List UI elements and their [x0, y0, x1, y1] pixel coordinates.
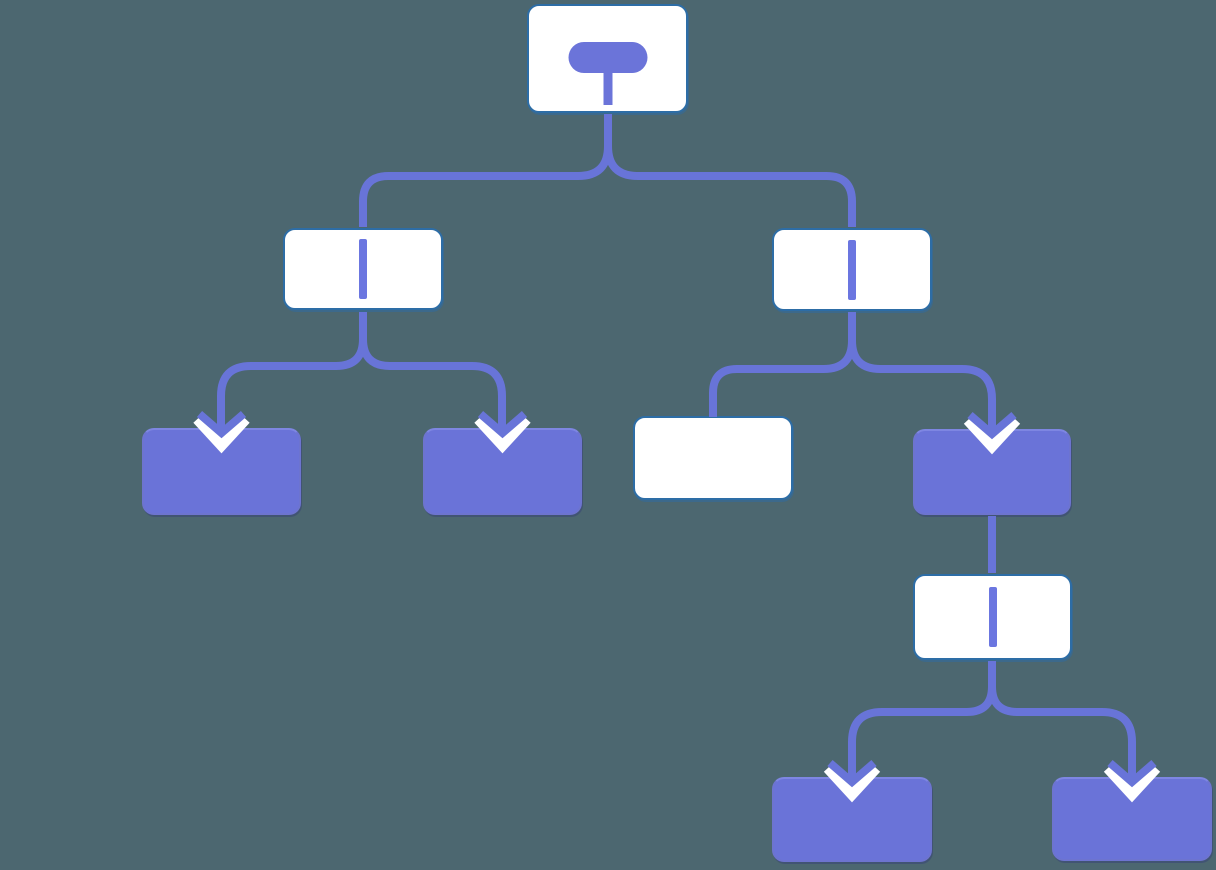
vertical-bar-icon: [988, 587, 997, 647]
vertical-bar-icon: [359, 239, 367, 299]
mid-node[interactable]: [913, 429, 1071, 515]
leaf-node-1[interactable]: [142, 428, 301, 515]
leaf-node-4[interactable]: [1052, 777, 1212, 861]
vertical-bar-icon: [848, 239, 856, 300]
pill-stem-icon: [603, 68, 612, 105]
leaf-node-2[interactable]: [423, 428, 582, 515]
root-node[interactable]: [527, 4, 688, 113]
empty-node[interactable]: [633, 416, 793, 500]
leaf-node-3[interactable]: [772, 777, 932, 862]
branch-node-lower[interactable]: [913, 574, 1072, 660]
branch-node-left[interactable]: [283, 228, 443, 310]
pill-icon: [568, 42, 647, 73]
branch-node-right[interactable]: [772, 228, 932, 311]
